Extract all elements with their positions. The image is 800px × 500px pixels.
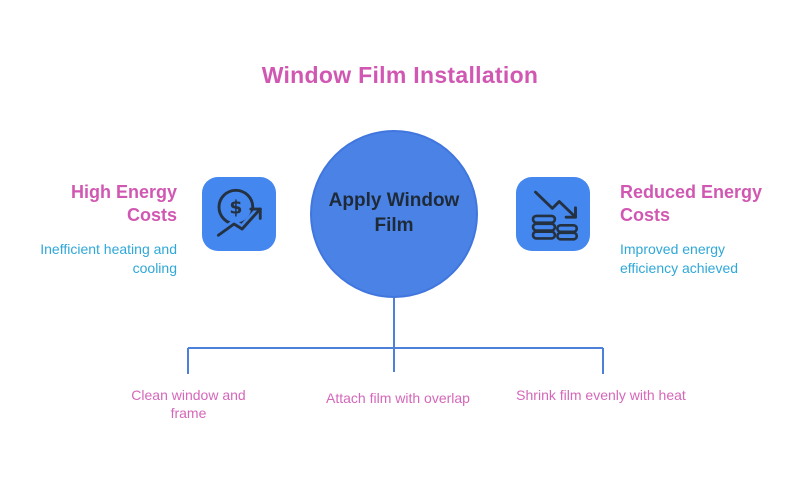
right-heading: Reduced Energy Costs <box>620 182 763 226</box>
left-description: Inefficient heating and cooling <box>40 241 177 276</box>
dollar-symbol: $ <box>229 198 242 219</box>
right-description: Improved energy efficiency achieved <box>620 241 739 276</box>
coins-trending-down-glyph <box>531 190 579 241</box>
dollar-trending-up-glyph: $ <box>214 188 265 240</box>
step-label-3: Shrink film evenly with heat <box>516 387 686 403</box>
right-benefit-block: Reduced Energy Costs Improved energy eff… <box>620 181 795 277</box>
step-label-2: Attach film with overlap <box>326 390 470 406</box>
left-benefit-block: High Energy Costs Inefficient heating an… <box>20 181 177 277</box>
step-label-1: Clean window and frame <box>131 387 246 422</box>
diagram-title: Window Film Installation <box>261 62 539 88</box>
center-node: Apply Window Film <box>310 130 478 298</box>
left-heading: High Energy Costs <box>70 182 177 226</box>
dollar-trending-up-icon: $ <box>202 177 276 251</box>
coins-trending-down-icon <box>516 177 590 251</box>
center-node-label: Apply Window Film <box>328 190 460 236</box>
